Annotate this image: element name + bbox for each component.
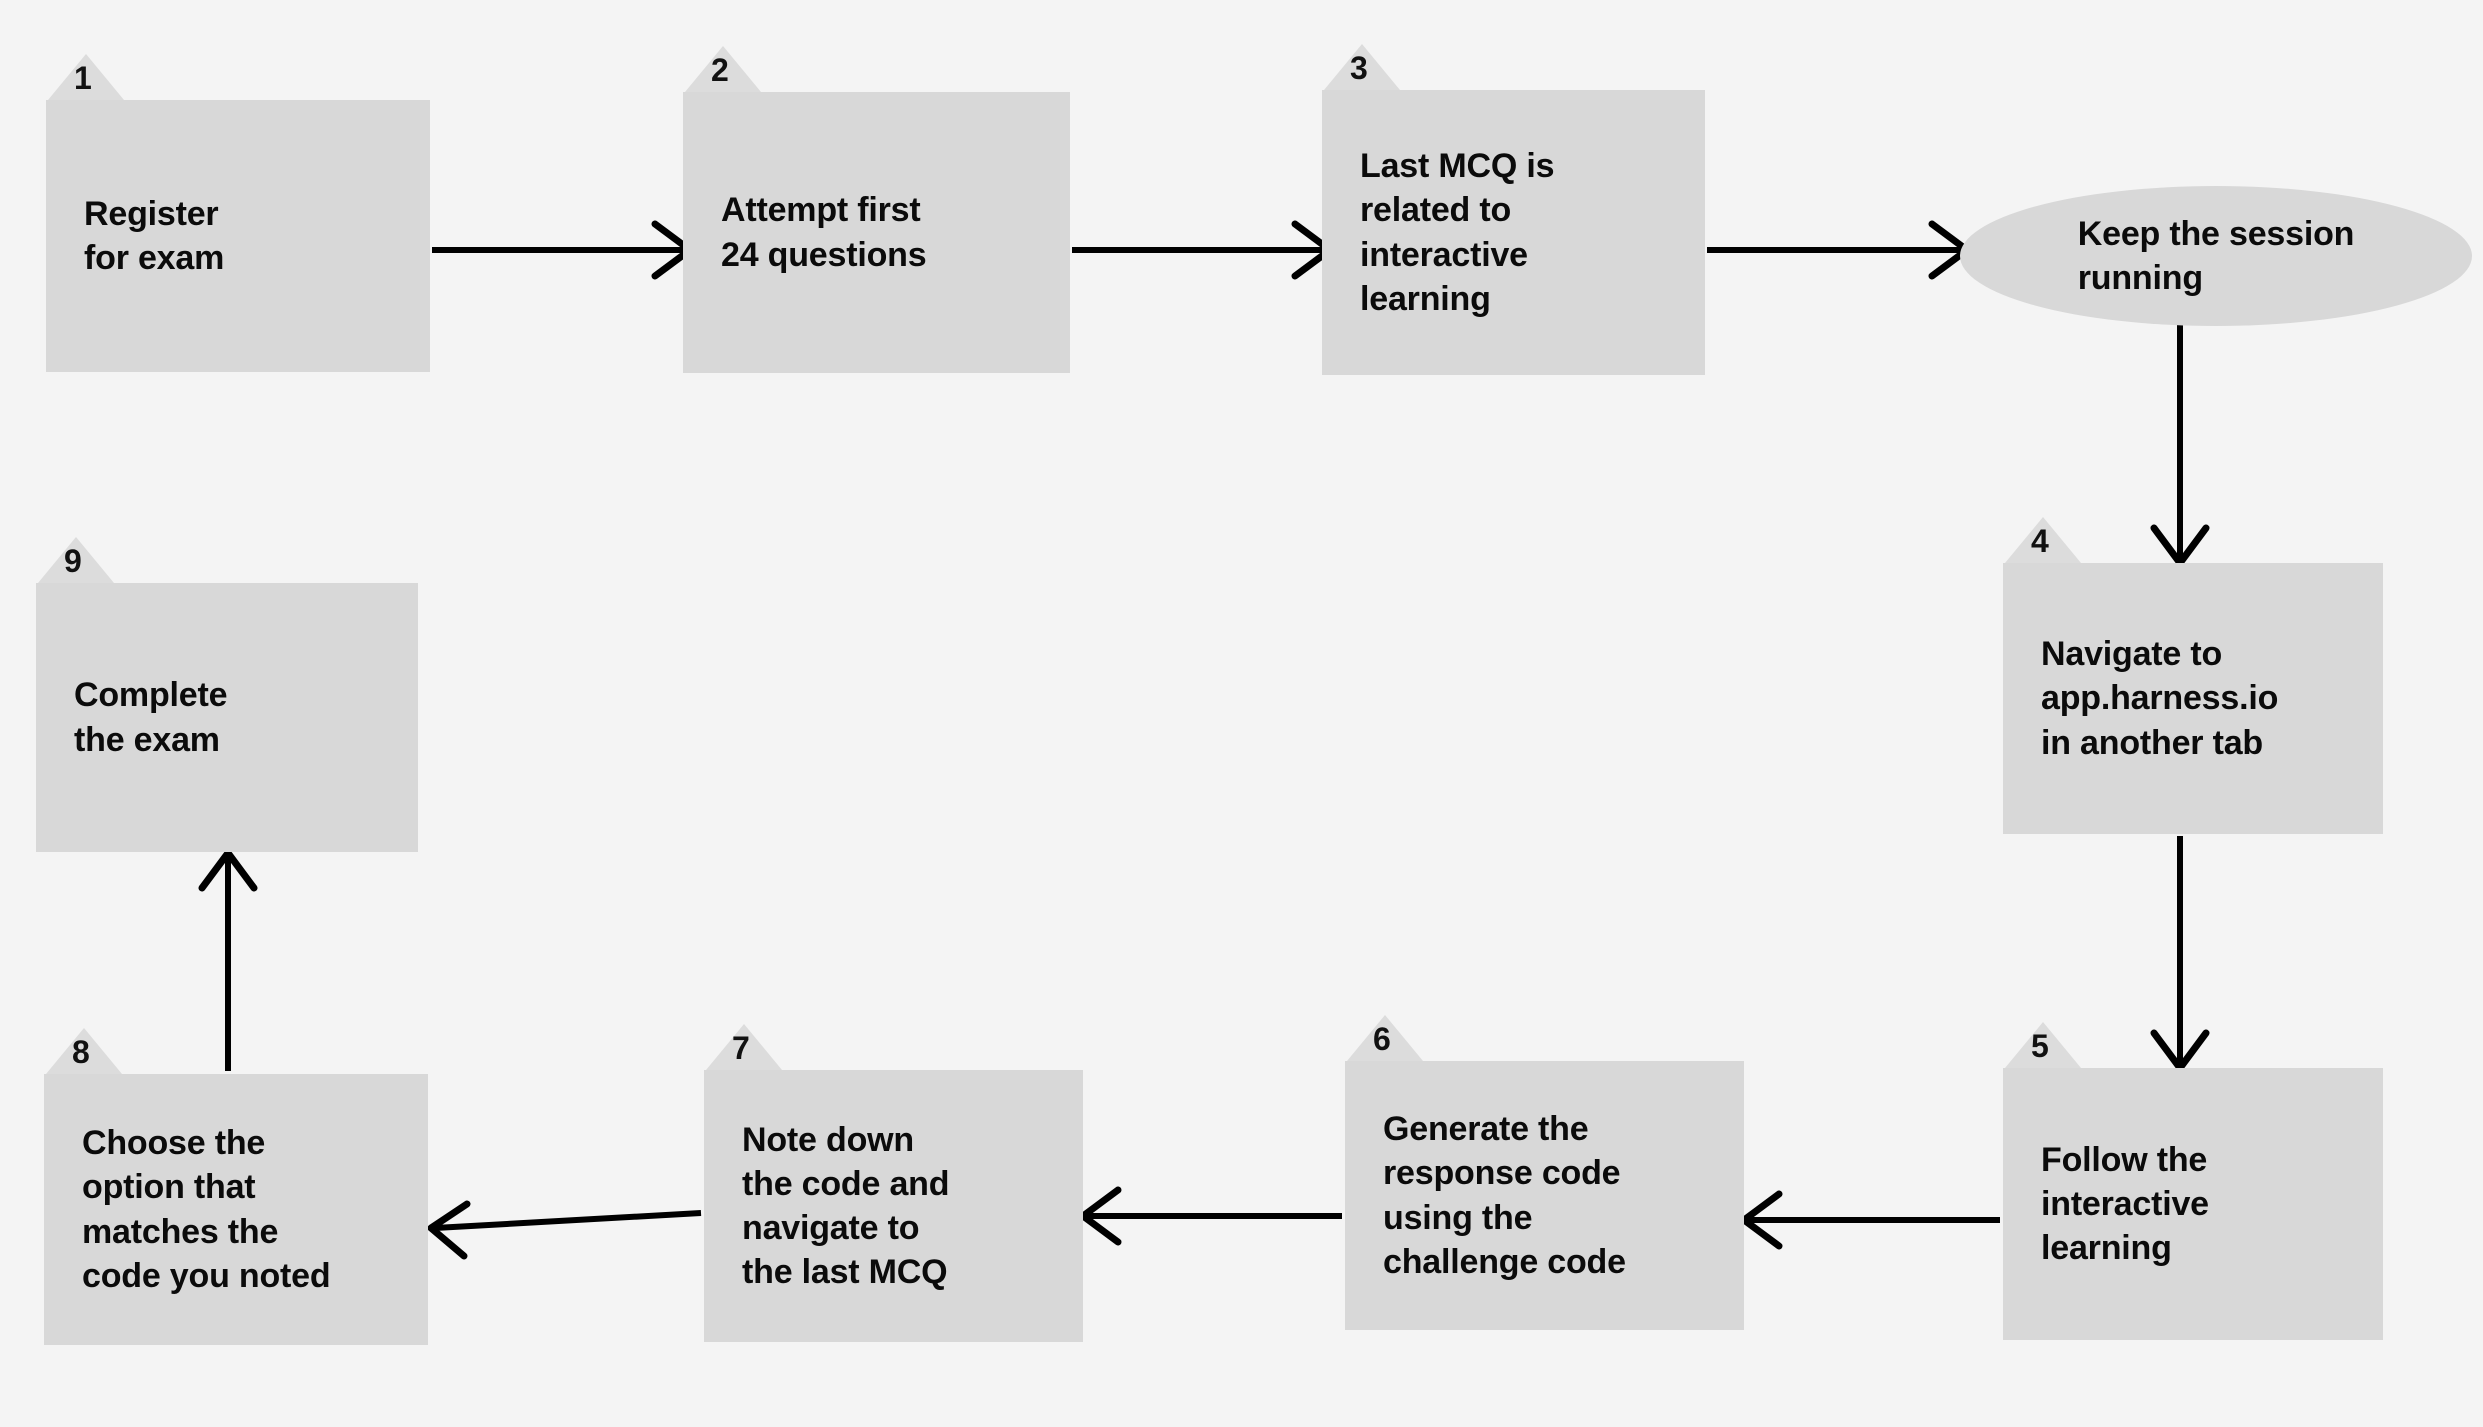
node-label: Follow the interactive learning — [2041, 1140, 2209, 1268]
node-keep-the-session-running[interactable]: Keep the session running — [1960, 186, 2472, 326]
node-label: Attempt first 24 questions — [721, 191, 927, 274]
node-label: Keep the session running — [2077, 214, 2355, 297]
node-generate-response-code[interactable]: Generate the response code using the cha… — [1345, 1061, 1744, 1330]
step-badge-7 — [706, 1024, 782, 1070]
node-follow-the-interactive-learning[interactable]: Follow the interactive learning — [2003, 1068, 2383, 1340]
node-label: Note down the code and navigate to the l… — [742, 1120, 950, 1292]
step-badge-9 — [38, 537, 114, 583]
step-badge-6 — [1347, 1015, 1423, 1061]
step-badge-number-7: 7 — [732, 1030, 750, 1066]
node-label: Navigate to app.harness.io in another ta… — [2041, 635, 2279, 762]
edge-keepsession-to-navigate — [2150, 322, 2210, 567]
node-attempt-first-24-questions[interactable]: Attempt first 24 questions — [683, 92, 1070, 373]
node-label: Last MCQ is related to interactive learn… — [1360, 147, 1555, 318]
node-label: Choose the option that matches the code … — [82, 1124, 331, 1295]
edge-lastmcq-to-keepsession — [1707, 220, 1971, 280]
step-badge-1 — [48, 54, 124, 100]
step-badge-8 — [46, 1028, 122, 1074]
step-badge-number-2: 2 — [711, 52, 729, 88]
edge-navigate-to-follow — [2150, 836, 2210, 1072]
node-label: Register for exam — [84, 194, 225, 277]
edge-choose-to-complete — [198, 849, 258, 1071]
step-badge-number-5: 5 — [2031, 1028, 2049, 1064]
edge-attempt-to-lastmcq — [1072, 220, 1334, 280]
node-register-for-exam[interactable]: Register for exam — [46, 100, 430, 372]
node-label: Generate the response code using the cha… — [1383, 1110, 1626, 1281]
step-badge-5 — [2005, 1022, 2081, 1068]
step-badge-number-8: 8 — [72, 1034, 90, 1070]
step-badge-3 — [1324, 44, 1400, 90]
edge-follow-to-generate — [1740, 1190, 2000, 1250]
node-navigate-to-app-harness-io[interactable]: Navigate to app.harness.io in another ta… — [2003, 563, 2383, 834]
step-badge-number-9: 9 — [64, 543, 82, 579]
step-badge-number-3: 3 — [1350, 50, 1368, 86]
edge-notedown-to-choose — [427, 1200, 702, 1260]
node-choose-matching-option[interactable]: Choose the option that matches the code … — [44, 1074, 428, 1345]
edge-generate-to-notedown — [1079, 1186, 1342, 1246]
edge-register-to-attempt — [432, 220, 694, 280]
node-note-down-the-code[interactable]: Note down the code and navigate to the l… — [704, 1070, 1083, 1342]
node-last-mcq-interactive-learning[interactable]: Last MCQ is related to interactive learn… — [1322, 90, 1705, 375]
node-complete-the-exam[interactable]: Complete the exam — [36, 583, 418, 852]
step-badge-number-1: 1 — [74, 60, 92, 96]
step-badge-2 — [685, 46, 761, 92]
step-badge-number-6: 6 — [1373, 1021, 1391, 1057]
step-badge-number-4: 4 — [2031, 523, 2049, 559]
step-badge-4 — [2005, 517, 2081, 563]
node-label: Complete the exam — [74, 676, 228, 759]
